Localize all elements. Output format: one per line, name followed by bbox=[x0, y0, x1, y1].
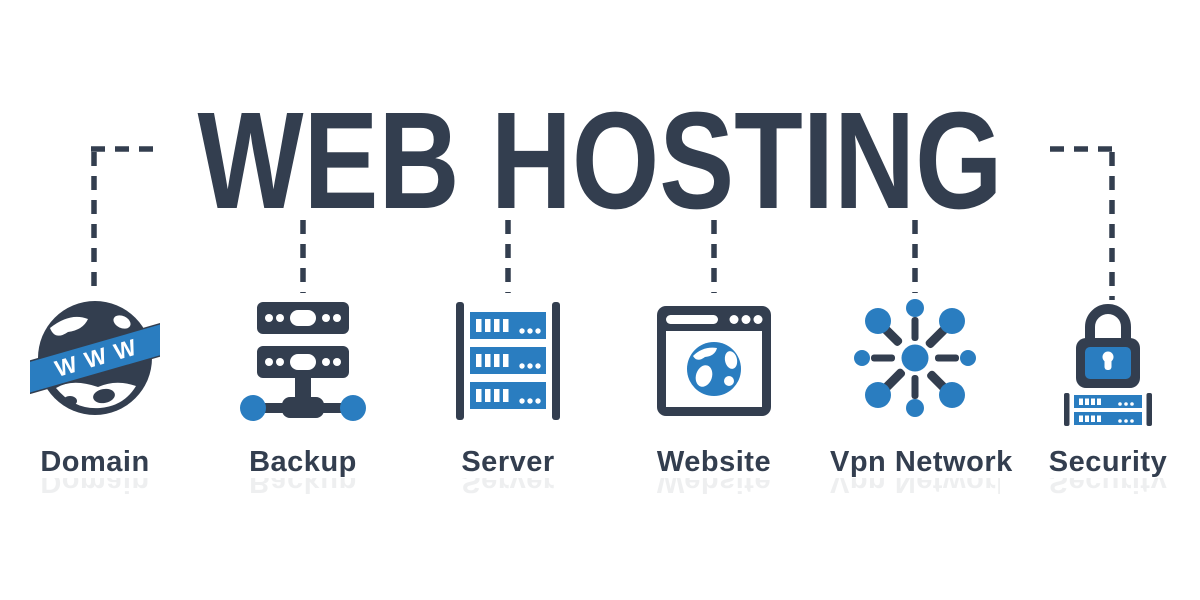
feature-label-reflection: Website bbox=[656, 478, 772, 498]
feature-label: Backup bbox=[249, 446, 357, 478]
feature-label-reflection: Server bbox=[461, 478, 555, 498]
feature-item-website: Website Website bbox=[629, 296, 799, 498]
feature-item-vpn-network: Vpn Network Vpn Network bbox=[830, 296, 1013, 498]
browser-globe-icon bbox=[649, 296, 779, 426]
feature-label: Domain bbox=[40, 446, 150, 478]
feature-label-reflection: Vpn Network bbox=[830, 478, 1000, 498]
feature-item-security: Security Security bbox=[1023, 296, 1193, 498]
feature-label-reflection: Backup bbox=[249, 478, 357, 498]
padlock-server-icon bbox=[1043, 296, 1173, 426]
banner-title: WEB HOSTING bbox=[198, 90, 1003, 220]
feature-label: Security bbox=[1048, 446, 1168, 478]
feature-label: Website bbox=[656, 446, 772, 478]
feature-label: Vpn Network bbox=[830, 446, 1013, 478]
banner-title-text: WEB HOSTING bbox=[198, 90, 1003, 220]
feature-item-domain: WWW Domain Domain bbox=[10, 296, 180, 498]
feature-item-server: Server Server bbox=[423, 296, 593, 498]
vpn-network-nodes-icon bbox=[850, 296, 980, 426]
www-globe-icon: WWW bbox=[30, 296, 160, 426]
feature-label-reflection: Security bbox=[1048, 478, 1168, 498]
backup-server-network-icon bbox=[238, 296, 368, 426]
server-rack-icon bbox=[443, 296, 573, 426]
feature-item-backup: Backup Backup bbox=[218, 296, 388, 498]
feature-label: Server bbox=[461, 446, 555, 478]
feature-label-reflection: Domain bbox=[40, 478, 150, 498]
